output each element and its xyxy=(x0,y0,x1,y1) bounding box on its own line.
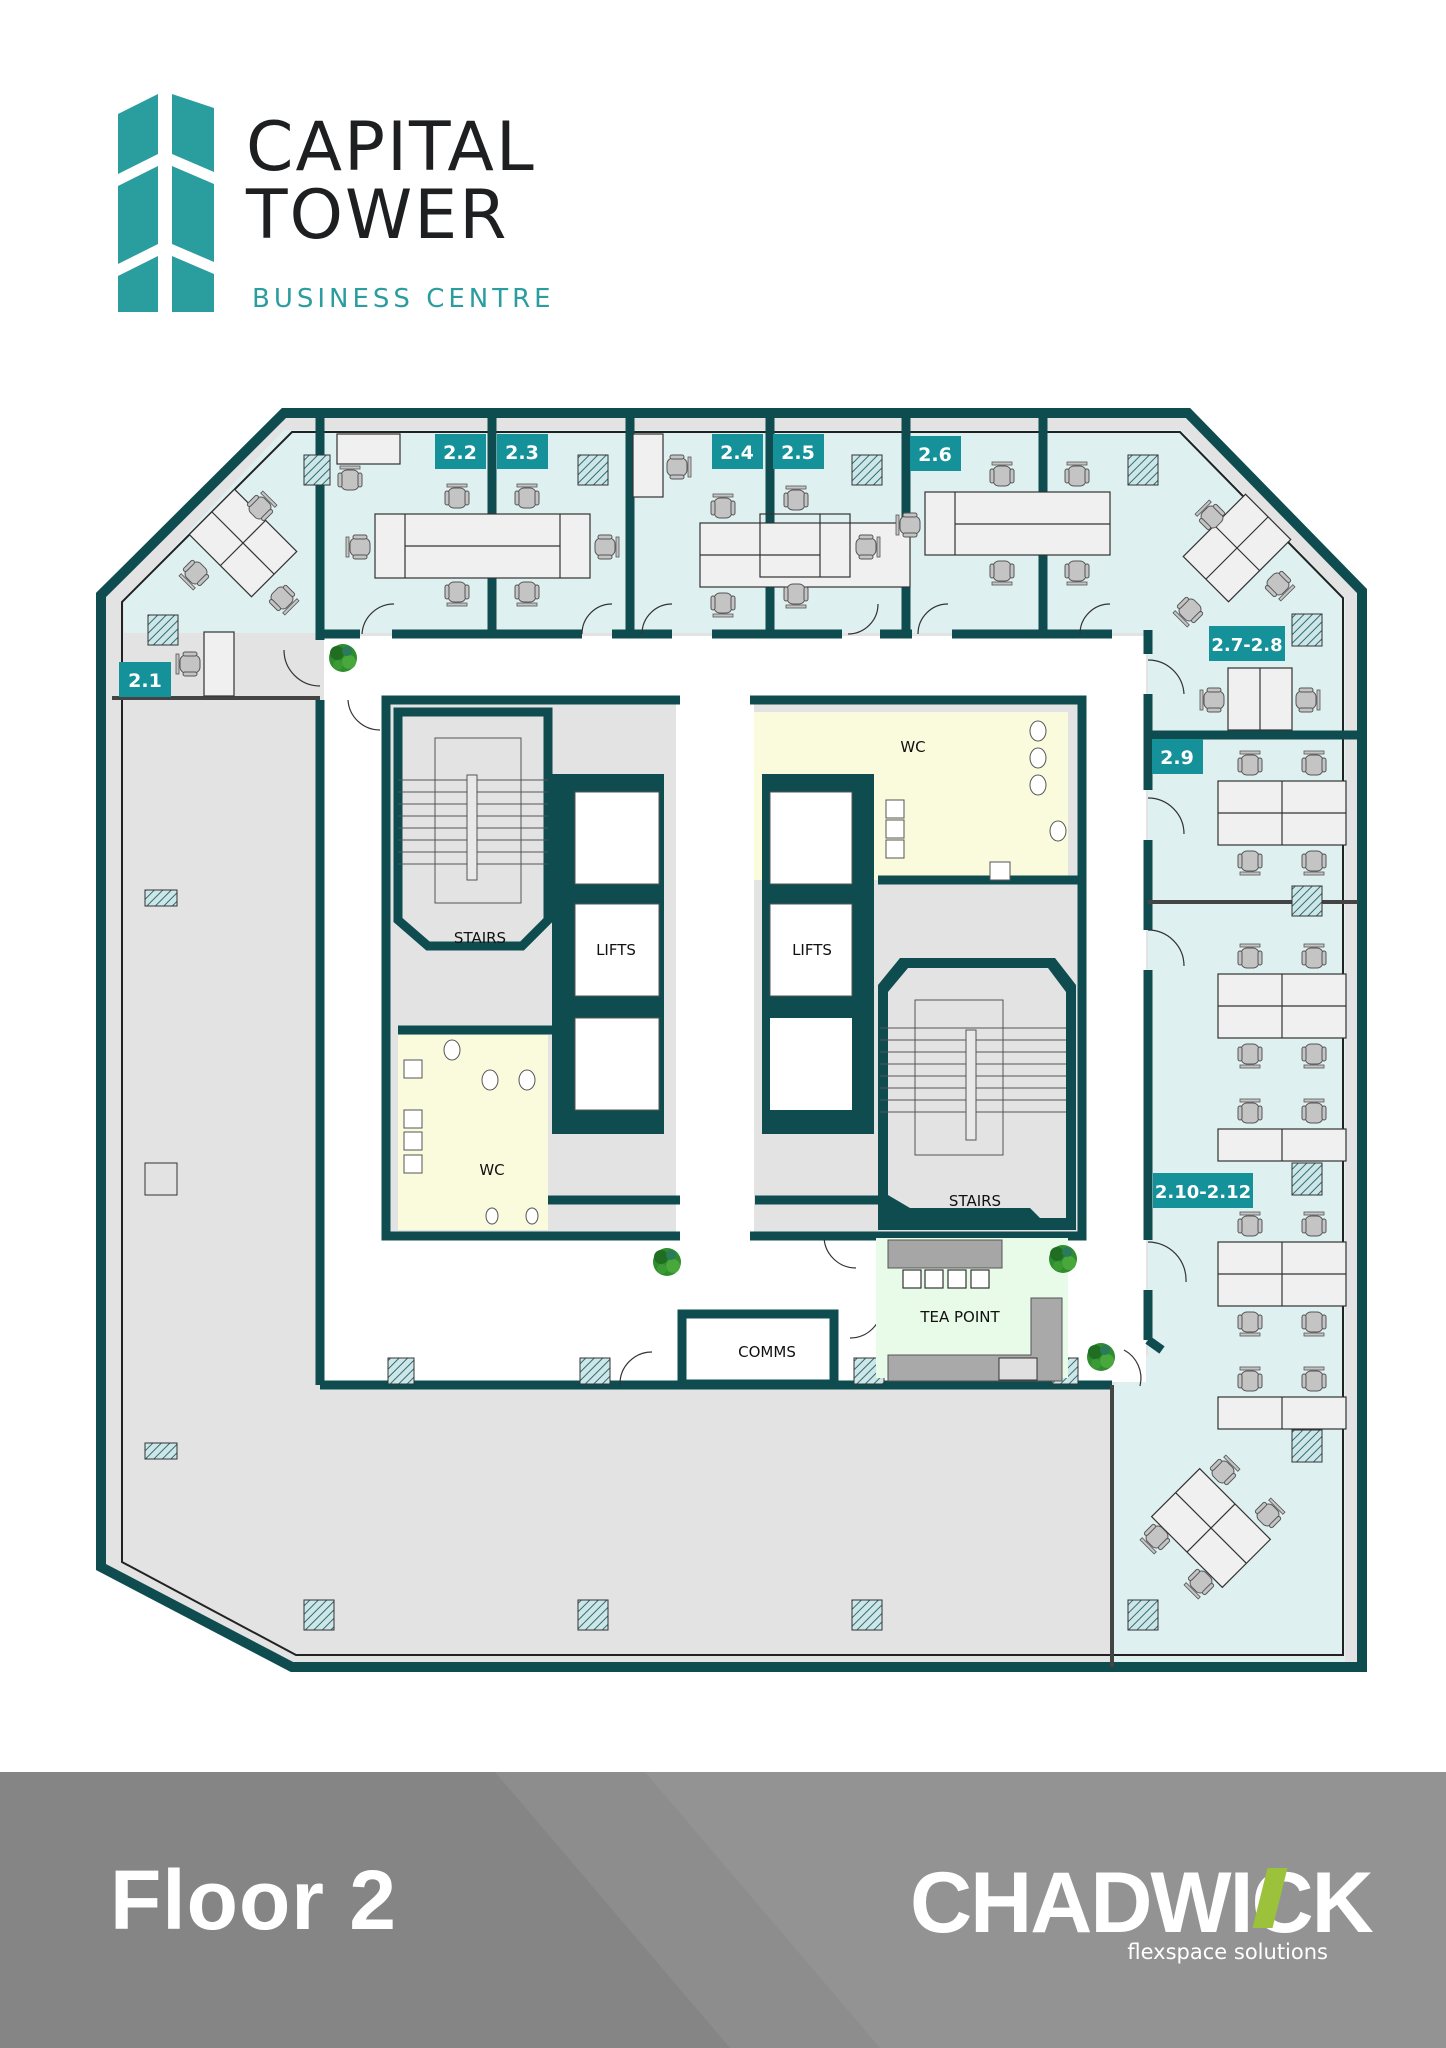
lifts-left-label: LIFTS xyxy=(596,941,636,959)
svg-text:2.2: 2.2 xyxy=(443,442,477,464)
comms-room xyxy=(677,1309,839,1389)
logo-subtitle: BUSINESS CENTRE xyxy=(252,284,555,314)
comms-label: COMMS xyxy=(738,1343,796,1361)
svg-text:2.4: 2.4 xyxy=(720,442,754,464)
structural-columns xyxy=(144,454,1323,1631)
svg-text:2.6: 2.6 xyxy=(918,444,952,466)
office-label-2-7-2-8[interactable]: 2.7-2.8 xyxy=(1209,626,1285,661)
outer-wall-bottom xyxy=(96,700,1112,1672)
stairs-right-label: STAIRS xyxy=(949,1192,1001,1210)
unlet-area xyxy=(112,700,1112,1656)
office-label-2-10-2-12[interactable]: 2.10-2.12 xyxy=(1153,1173,1253,1208)
svg-text:2.10-2.12: 2.10-2.12 xyxy=(1155,1182,1251,1203)
sink-icon xyxy=(998,1357,1038,1381)
office-label-2-1[interactable]: 2.1 xyxy=(119,662,171,697)
glazing-line xyxy=(121,431,1344,1656)
logo-title: CAPITAL TOWER xyxy=(246,114,536,250)
office-label-2-6[interactable]: 2.6 xyxy=(910,436,961,471)
logo-line-capital: CAPITAL xyxy=(246,108,536,187)
svg-text:2.7-2.8: 2.7-2.8 xyxy=(1211,635,1282,656)
tea-counter-top xyxy=(887,1239,1003,1269)
floor-plan: STAIRS STAIRS LIFTS LIFTS WC WC COMMS TE… xyxy=(96,408,1367,1672)
building-core xyxy=(381,695,1087,1241)
svg-text:2.3: 2.3 xyxy=(505,442,539,464)
svg-text:2.9: 2.9 xyxy=(1160,747,1194,769)
footer-banner: Floor 2 CHADWICK flexspace solutions xyxy=(0,1772,1446,2048)
office-label-2-5[interactable]: 2.5 xyxy=(773,434,824,469)
wc-bottom-label: WC xyxy=(479,1161,504,1179)
office-label-2-3[interactable]: 2.3 xyxy=(497,434,548,469)
brand-name: CHADWICK xyxy=(910,1855,1374,1951)
chadwick-logo: CHADWICK flexspace solutions xyxy=(910,1855,1374,1970)
tea-point-label: TEA POINT xyxy=(919,1308,1000,1326)
capital-tower-logo: CAPITAL TOWER BUSINESS CENTRE xyxy=(118,94,558,314)
floor-title: Floor 2 xyxy=(110,1853,398,1947)
stairs-left-label: STAIRS xyxy=(454,929,506,947)
wc-top-label: WC xyxy=(900,738,925,756)
tower-logo-icon xyxy=(118,94,214,312)
office-label-2-4[interactable]: 2.4 xyxy=(712,434,763,469)
outer-wall xyxy=(96,408,1367,1672)
column-outline xyxy=(144,1162,178,1196)
svg-text:2.1: 2.1 xyxy=(128,670,162,692)
office-labels: 2.1 2.2 2.3 2.4 2.5 2.6 2.7-2.8 2.9 xyxy=(119,434,1285,1208)
office-label-2-2[interactable]: 2.2 xyxy=(435,434,486,469)
logo-line-tower: TOWER xyxy=(246,176,509,255)
office-partitions xyxy=(315,418,1358,1390)
office-label-2-9[interactable]: 2.9 xyxy=(1152,739,1203,774)
tea-stools xyxy=(902,1269,990,1289)
svg-text:2.5: 2.5 xyxy=(781,442,815,464)
corridor-top xyxy=(324,636,1146,696)
office-separators-thin xyxy=(112,696,1358,1667)
brand-tagline: flexspace solutions xyxy=(1127,1940,1328,1964)
doors xyxy=(283,603,1187,1387)
lifts-right-label: LIFTS xyxy=(792,941,832,959)
desks xyxy=(188,433,1347,1589)
